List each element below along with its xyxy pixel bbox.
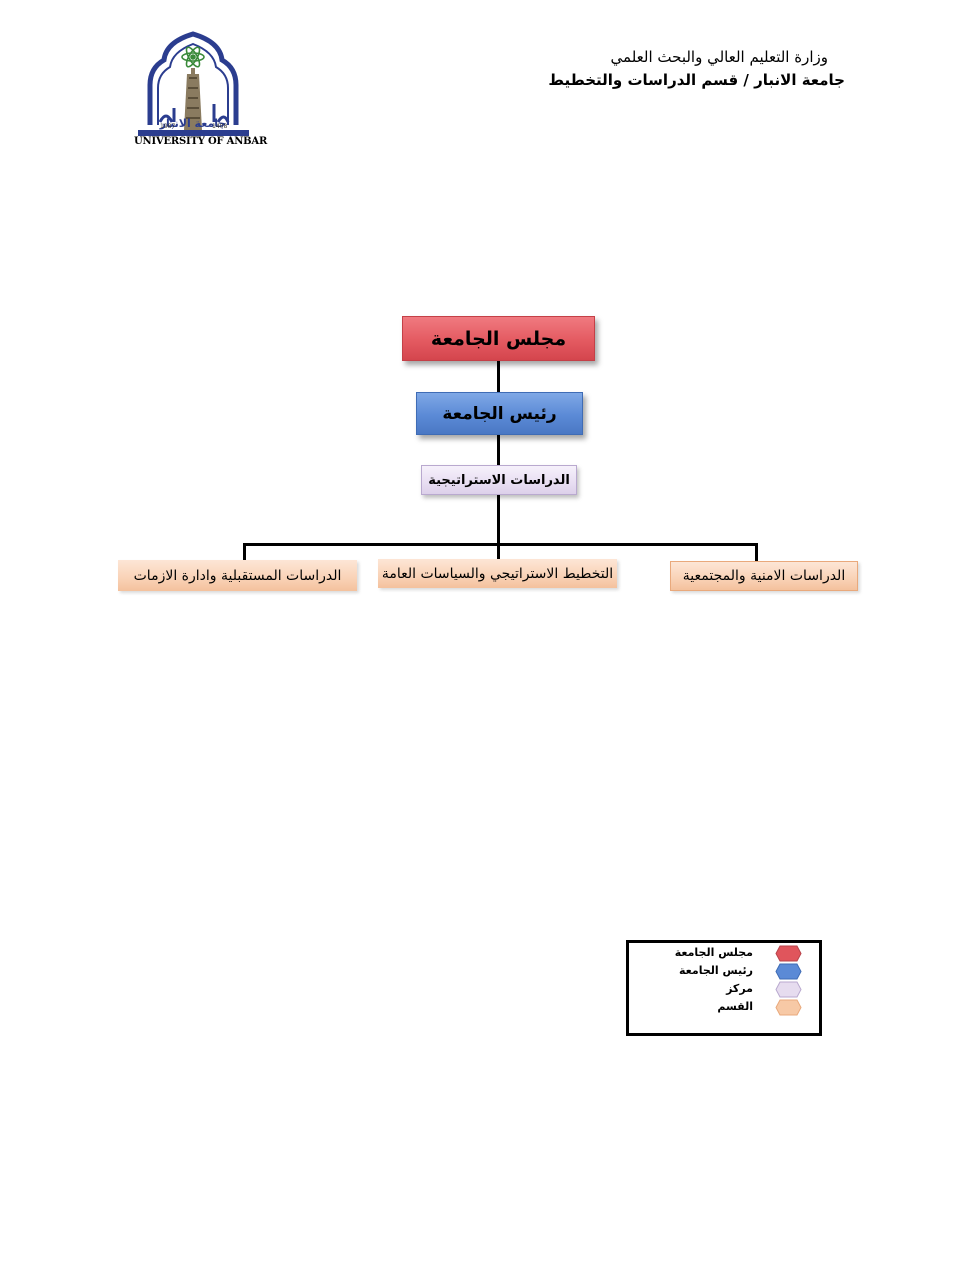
legend-swatch-center	[775, 981, 802, 998]
connector-branch-middle	[497, 543, 500, 559]
strategic-studies-center-label: الدراسات الاستراتيجية	[428, 472, 570, 488]
university-logo: جامعة الانبار 1987 1408	[136, 30, 251, 152]
strategic-studies-center-box: الدراسات الاستراتيجية	[421, 465, 577, 495]
legend: مجلس الجامعة رئيس الجامعة مركز القسم	[626, 940, 822, 1036]
connector-branch-right	[755, 543, 758, 561]
legend-label-council: مجلس الجامعة	[674, 946, 753, 959]
department-label-security: الدراسات الامنية والمجتمعية	[682, 568, 846, 584]
department-label-future-studies: الدراسات المستقبلية وادارة الازمات	[133, 567, 342, 584]
legend-label-department: القسم	[717, 1000, 753, 1013]
logo-year-left: 1987	[160, 123, 175, 130]
legend-label-president: رئيس الجامعة	[679, 964, 753, 977]
university-department-title: جامعة الانبار / قسم الدراسات والتخطيط	[548, 71, 845, 89]
legend-label-center: مركز	[726, 982, 753, 995]
logo-year-right: 1408	[212, 123, 227, 130]
department-label-strategic-planning: التخطيط الاستراتيجي والسياسات العامة	[381, 565, 614, 582]
connector-branch-horizontal	[243, 543, 758, 546]
university-council-box: مجلس الجامعة	[402, 316, 595, 361]
logo-arabic-text: جامعة الانبار	[159, 117, 227, 130]
connector-president-center	[497, 435, 500, 465]
connector-council-president	[497, 361, 500, 392]
legend-swatch-president	[775, 963, 802, 980]
department-box-future-studies: الدراسات المستقبلية وادارة الازمات	[118, 560, 357, 591]
university-president-box: رئيس الجامعة	[416, 392, 583, 435]
department-box-strategic-planning: التخطيط الاستراتيجي والسياسات العامة	[378, 559, 617, 588]
department-box-security: الدراسات الامنية والمجتمعية	[670, 561, 858, 591]
logo-caption: UNIVERSITY OF ANBAR	[134, 136, 268, 147]
university-president-label: رئيس الجامعة	[442, 403, 557, 424]
ministry-title: وزارة التعليم العالي والبحث العلمي	[610, 48, 828, 66]
connector-center-horizontal	[497, 495, 500, 545]
legend-swatch-department	[775, 999, 802, 1016]
legend-swatch-council	[775, 945, 802, 962]
connector-branch-left	[243, 543, 246, 560]
university-council-label: مجلس الجامعة	[430, 327, 567, 350]
